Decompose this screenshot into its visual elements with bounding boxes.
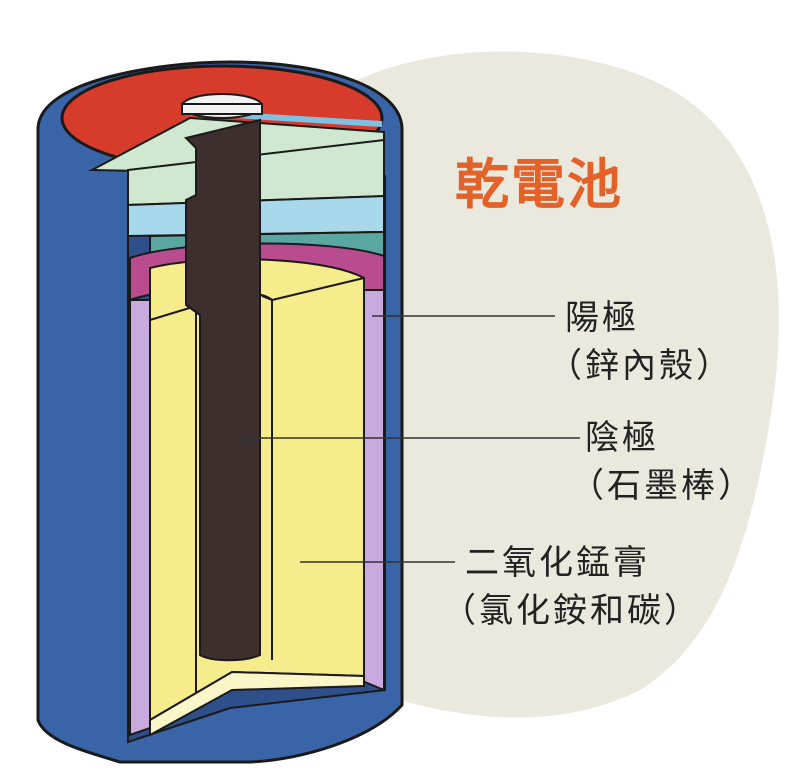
label-negative-detail: （石墨棒）: [570, 466, 755, 506]
label-paste-name: 二氧化錳膏: [465, 543, 650, 583]
terminal-nub-side: [181, 103, 263, 115]
paste-bottom-wedge: [149, 670, 365, 737]
background-blob: [330, 51, 779, 718]
label-paste-detail: （氯化銨和碳）: [442, 591, 701, 631]
label-positive-detail: （鋅內殼）: [548, 346, 733, 386]
graphite-rod: [184, 118, 261, 662]
diagram-title: 乾電池: [455, 153, 623, 216]
label-negative-name: 陰極: [585, 418, 659, 458]
label-positive-name: 陽極: [565, 298, 639, 338]
liner-pink: [129, 299, 151, 737]
